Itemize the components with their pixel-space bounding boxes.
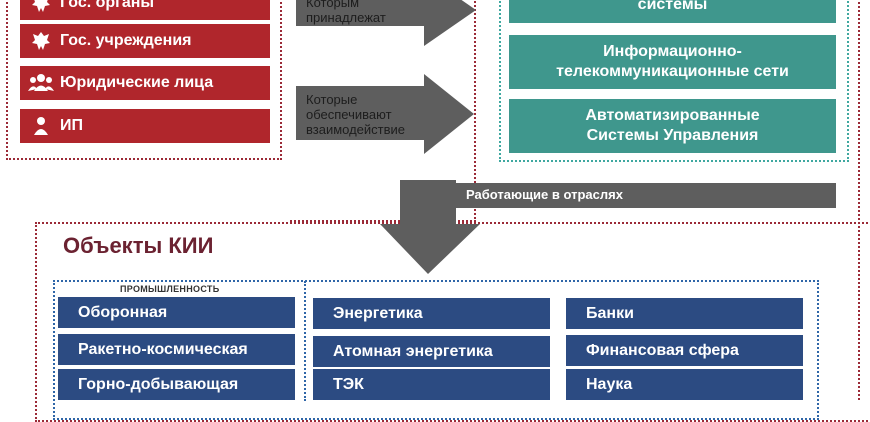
subject-label: Гос. органы <box>60 0 155 11</box>
system-box-telecom-networks: Информационно- телекоммуникационные сети <box>509 35 836 89</box>
sectors-bar <box>456 183 836 208</box>
sectors-label: Работающие в отраслях <box>466 187 623 202</box>
sector-banks: Банки <box>566 298 803 329</box>
sector-defense: Оборонная <box>58 297 295 328</box>
right-frame-line <box>858 0 860 400</box>
people-group-icon <box>28 72 54 94</box>
person-icon <box>28 115 54 137</box>
sector-nuclear-energy: Атомная энергетика <box>313 336 550 367</box>
subject-gov-bodies: Гос. органы <box>20 0 270 20</box>
sector-rocket-space: Ракетно-космическая <box>58 334 295 365</box>
subject-legal-entities: Юридические лица <box>20 66 270 100</box>
emblem-icon <box>28 30 54 52</box>
subject-label: Юридические лица <box>60 74 214 91</box>
arrow-interaction-label: Которые обеспечивают взаимодействие <box>306 92 406 137</box>
arrow-interaction <box>296 74 474 154</box>
industry-label: ПРОМЫШЛЕННОСТЬ <box>120 284 220 294</box>
sector-energy: Энергетика <box>313 298 550 329</box>
sectors-divider <box>304 281 306 401</box>
kii-title: Объекты КИИ <box>63 233 214 258</box>
subject-label: ИП <box>60 117 83 134</box>
subject-gov-institutions: Гос. учреждения <box>20 24 270 58</box>
sector-science: Наука <box>566 369 803 400</box>
top-outer-frame <box>290 0 476 222</box>
sector-finance: Финансовая сфера <box>566 335 803 366</box>
arrow-owned-by-label: Которым принадлежат <box>306 0 386 25</box>
arrow-sectors-down <box>380 180 480 274</box>
subject-individual-entrepreneur: ИП <box>20 109 270 143</box>
subjects-frame <box>6 0 282 160</box>
system-box-automated-control: Автоматизированные Системы Управления <box>509 99 836 153</box>
systems-frame <box>499 0 849 162</box>
system-box-systems: системы <box>509 0 836 23</box>
sector-fuel-energy: ТЭК <box>313 369 550 400</box>
emblem-icon <box>28 0 54 14</box>
subject-label: Гос. учреждения <box>60 32 192 49</box>
sector-mining: Горно-добывающая <box>58 369 295 400</box>
arrow-owned-by <box>296 0 476 46</box>
